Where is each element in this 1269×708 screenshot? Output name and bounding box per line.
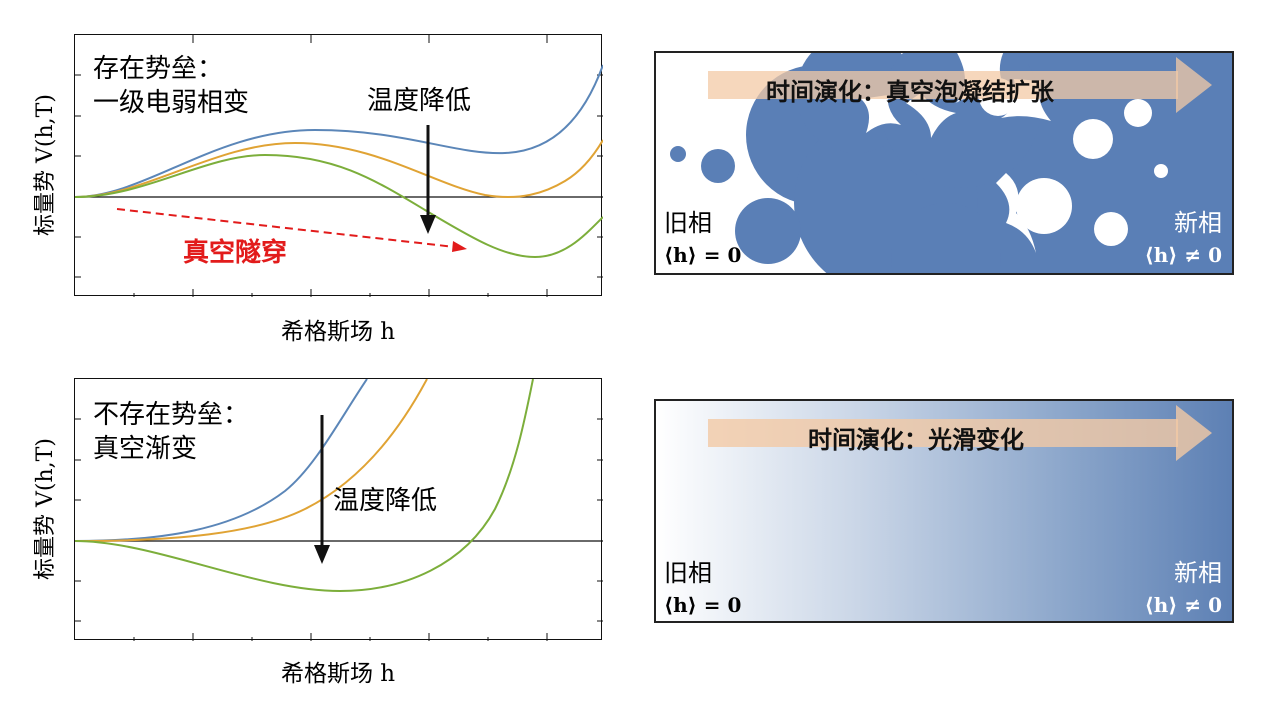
smooth-crossover-panel: 时间演化：光滑变化 旧相 ⟨h⟩ = 0 新相 ⟨h⟩ ≠ 0 bbox=[654, 399, 1234, 623]
barrier-note-line2: 一级电弱相变 bbox=[93, 88, 250, 118]
bubble-nucleation-panel: 时间演化：真空泡凝结扩张 旧相 ⟨h⟩ = 0 新相 ⟨h⟩ ≠ 0 bbox=[654, 51, 1234, 275]
new-phase-condition: ⟨h⟩ ≠ 0 bbox=[1144, 243, 1222, 267]
time-evolution-arrow bbox=[708, 405, 1212, 461]
potential-curve-low-temperature bbox=[75, 379, 534, 593]
new-phase-label: 新相 bbox=[1174, 559, 1222, 587]
no-barrier-note-line2: 真空渐变 bbox=[93, 434, 198, 464]
y-axis-label: 标量势 V(h,T) bbox=[33, 438, 58, 580]
gradient-field bbox=[708, 405, 1212, 461]
y-axis-label: 标量势 V(h,T) bbox=[33, 94, 58, 236]
time-evolution-title: 时间演化：光滑变化 bbox=[808, 426, 1024, 454]
potential-plot-with-barrier: 存在势垒： 一级电弱相变 温度降低 真空隧穿 bbox=[74, 34, 603, 297]
old-phase-condition: ⟨h⟩ = 0 bbox=[664, 243, 742, 267]
x-axis-label: 希格斯场 h bbox=[280, 661, 396, 687]
time-evolution-title: 时间演化：真空泡凝结扩张 bbox=[766, 78, 1054, 106]
temperature-label: 温度降低 bbox=[367, 86, 472, 116]
new-phase-condition: ⟨h⟩ ≠ 0 bbox=[1144, 593, 1222, 617]
temperature-arrow bbox=[314, 415, 330, 564]
tunneling-arrow bbox=[116, 208, 467, 252]
bubble-field bbox=[670, 53, 1232, 273]
old-phase-condition: ⟨h⟩ = 0 bbox=[664, 593, 742, 617]
temperature-label: 温度降低 bbox=[333, 486, 438, 516]
old-phase-label: 旧相 bbox=[664, 559, 712, 587]
axis-ticks bbox=[75, 418, 603, 641]
potential-curve-high-temperature bbox=[75, 379, 368, 542]
potential-plot-no-barrier: 不存在势垒： 真空渐变 温度降低 bbox=[74, 378, 603, 641]
tunneling-label: 真空隧穿 bbox=[183, 238, 288, 268]
potential-curve-critical-temperature bbox=[75, 379, 428, 542]
potential-curve-critical-temperature bbox=[75, 139, 603, 198]
barrier-note-line1: 存在势垒： bbox=[93, 54, 224, 84]
no-barrier-note-line1: 不存在势垒： bbox=[93, 400, 250, 430]
plot-canvas bbox=[75, 35, 603, 297]
potential-curve-low-temperature bbox=[75, 153, 603, 259]
plot-canvas bbox=[75, 379, 603, 641]
time-evolution-arrow bbox=[708, 57, 1212, 113]
potential-curve-high-temperature bbox=[75, 64, 603, 198]
new-phase-label: 新相 bbox=[1174, 209, 1222, 237]
old-phase-label: 旧相 bbox=[664, 209, 712, 237]
temperature-arrow bbox=[420, 125, 436, 234]
x-axis-label: 希格斯场 h bbox=[280, 319, 396, 345]
